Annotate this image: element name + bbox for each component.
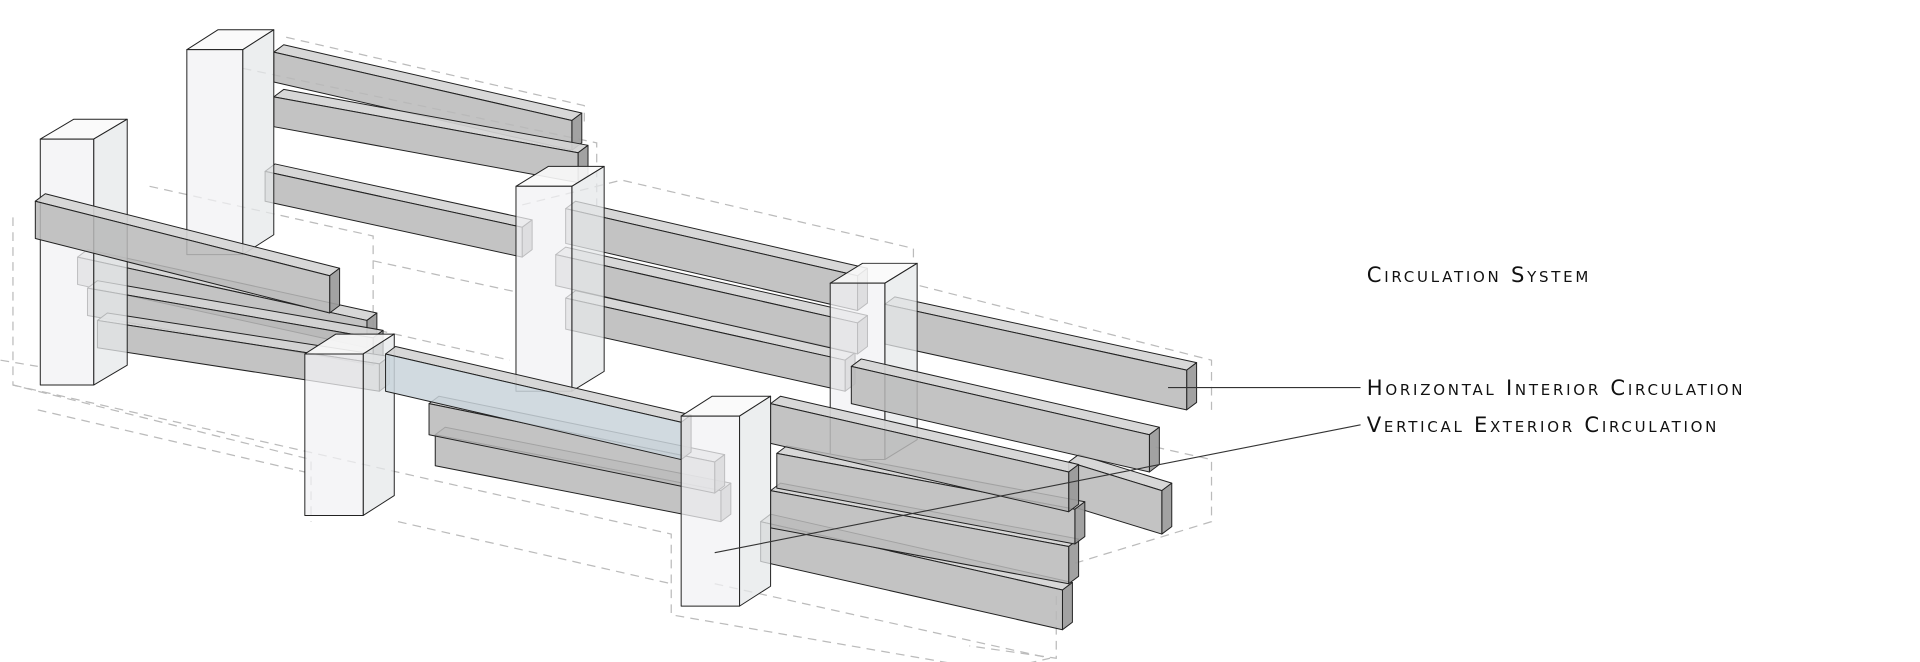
horizontal-circulation-beam (770, 395, 1080, 513)
dashed-outline (397, 521, 672, 585)
tower-front-face (39, 138, 95, 386)
dashed-outline (149, 185, 510, 361)
vertical-circulation-tower (680, 395, 772, 607)
dashed-outline (12, 217, 312, 522)
legend-vertical-exterior: Vertical Exterior Circulation (1367, 412, 1719, 437)
dashed-outline (714, 583, 1051, 659)
dashed-outline (919, 285, 1213, 410)
dashed-outline (37, 409, 305, 473)
beam-end-face (329, 267, 341, 314)
vertical-circulation-tower (515, 165, 605, 392)
tower-front-face (186, 49, 244, 256)
horizontal-circulation-beam (884, 296, 1198, 411)
dashed-outline (12, 384, 1051, 662)
dashed-outline (1068, 446, 1213, 566)
tower-side-face (242, 29, 275, 256)
horizontal-circulation-beam (850, 358, 1160, 473)
vertical-circulation-tower (304, 333, 395, 516)
beam-end-face (1068, 538, 1080, 585)
horizontal-circulation-beam (273, 44, 583, 151)
massing-model (34, 29, 1198, 631)
beam-front-face (850, 365, 1150, 473)
beam-end-face (1161, 482, 1173, 535)
beam-end-face (1061, 582, 1073, 631)
tower-side-face (739, 395, 772, 607)
tower-front-face (515, 185, 573, 392)
beam-end-face (1074, 501, 1086, 545)
beam-end-face (1186, 362, 1198, 411)
beam-end-face (1068, 464, 1080, 513)
tower-front-face (304, 353, 364, 516)
vertical-circulation-tower (186, 29, 275, 256)
dashed-outline (373, 260, 517, 293)
beam-front-face (34, 200, 331, 314)
tower-side-face (571, 165, 605, 392)
diagram-title: Circulation System (1367, 262, 1591, 287)
legend-horizontal-interior: Horizontal Interior Circulation (1367, 375, 1745, 400)
horizontal-circulation-beam (264, 163, 533, 258)
dashed-outline (286, 36, 585, 125)
leader-vertical (714, 424, 1361, 554)
tower-front-face (680, 415, 741, 607)
horizontal-circulation-beam (34, 193, 341, 314)
dashed-outline (0, 359, 38, 368)
